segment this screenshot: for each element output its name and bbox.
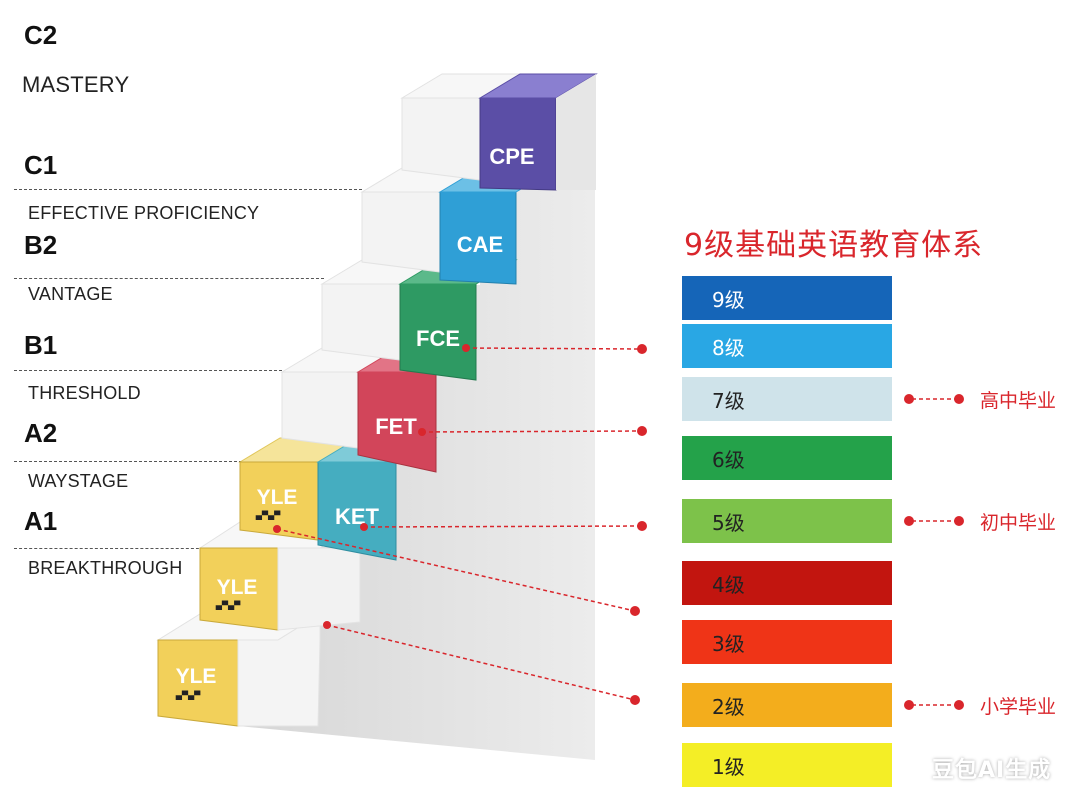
- connector-dot: [904, 516, 914, 526]
- divider-line: [14, 189, 362, 190]
- level-desc-c1: EFFECTIVE PROFICIENCY: [28, 203, 260, 223]
- yle-sub-label: ▄▀▄▀: [175, 690, 201, 700]
- yle-sub-label: ▄▀▄▀: [215, 600, 241, 610]
- connector-dot: [954, 700, 964, 710]
- milestone-primary-school: 小学毕业: [980, 696, 1057, 718]
- grade-bar-5: 5级: [682, 499, 892, 543]
- exam-label-yle-1: YLE: [176, 665, 217, 688]
- milestone-high-school: 高中毕业: [980, 390, 1057, 412]
- connector-dot: [954, 394, 964, 404]
- grade-bar-8: 8级: [682, 324, 892, 368]
- grade-bar-4: 4级: [682, 561, 892, 605]
- connector-dot: [630, 695, 640, 705]
- milestone-middle-school: 初中毕业: [980, 512, 1057, 534]
- connector-dot: [323, 621, 331, 629]
- grade-label: 1级: [712, 754, 745, 779]
- connector-dot: [462, 344, 470, 352]
- level-code-a2: A2: [24, 418, 58, 448]
- connector-fet: [421, 430, 643, 433]
- grade-bar-3: 3级: [682, 620, 892, 664]
- grade-label: 2级: [712, 694, 745, 719]
- connector-dot: [904, 394, 914, 404]
- connector-dot: [630, 606, 640, 616]
- exam-label-cae: CAE: [457, 232, 503, 257]
- divider-line: [14, 370, 282, 371]
- level-code-b2: B2: [24, 230, 58, 260]
- exam-label-yle-2: YLE: [217, 576, 258, 599]
- exam-label-yle-3: YLE: [257, 486, 298, 509]
- connector-dot: [637, 426, 647, 436]
- connector-dot: [954, 516, 964, 526]
- exam-label-fce: FCE: [416, 326, 460, 351]
- connector-dot: [360, 523, 368, 531]
- divider-line: [14, 461, 242, 462]
- ai-watermark: 豆包AI生成: [932, 758, 1052, 783]
- grade-label: 3级: [712, 631, 745, 656]
- connector-dot: [637, 344, 647, 354]
- connector-fce: [465, 347, 643, 350]
- grade-bar-1: 1级: [682, 743, 892, 787]
- connector-dot: [904, 700, 914, 710]
- grade-label: 7级: [712, 388, 745, 413]
- grade-bar-9: 9级: [682, 276, 892, 320]
- level-code-c1: C1: [24, 150, 58, 180]
- exam-label-cpe: CPE: [489, 144, 534, 169]
- connector-dot: [637, 521, 647, 531]
- step-7: [400, 73, 598, 191]
- level-desc-c2: MASTERY: [22, 72, 130, 97]
- yle-sub-label: ▄▀▄▀: [255, 510, 281, 520]
- level-code-a1: A1: [24, 506, 58, 536]
- grade-bar-6: 6级: [682, 436, 892, 480]
- grade-label: 5级: [712, 510, 745, 535]
- level-desc-b1: THRESHOLD: [28, 383, 141, 403]
- grade-label: 4级: [712, 572, 745, 597]
- level-code-c2: C2: [24, 20, 58, 50]
- connector-yle: [276, 528, 636, 612]
- grade-system-title: 9级基础英语教育体系: [684, 228, 984, 263]
- connector-dot: [273, 525, 281, 533]
- level-desc-a2: WAYSTAGE: [28, 471, 129, 491]
- exam-label-fet: FET: [375, 414, 417, 439]
- divider-line: [14, 548, 204, 549]
- exam-label-ket: KET: [335, 504, 380, 529]
- connector-step: [326, 624, 636, 701]
- level-code-b1: B1: [24, 330, 58, 360]
- connector-ket: [363, 525, 643, 528]
- grade-label: 9级: [712, 287, 745, 312]
- grade-label: 6级: [712, 447, 745, 472]
- connector-dot: [418, 428, 426, 436]
- level-desc-a1: BREAKTHROUGH: [28, 558, 183, 578]
- grade-bar-2: 2级: [682, 683, 892, 727]
- divider-line: [14, 278, 324, 279]
- level-desc-b2: VANTAGE: [28, 284, 113, 304]
- grade-label: 8级: [712, 335, 745, 360]
- grade-bar-7: 7级: [682, 377, 892, 421]
